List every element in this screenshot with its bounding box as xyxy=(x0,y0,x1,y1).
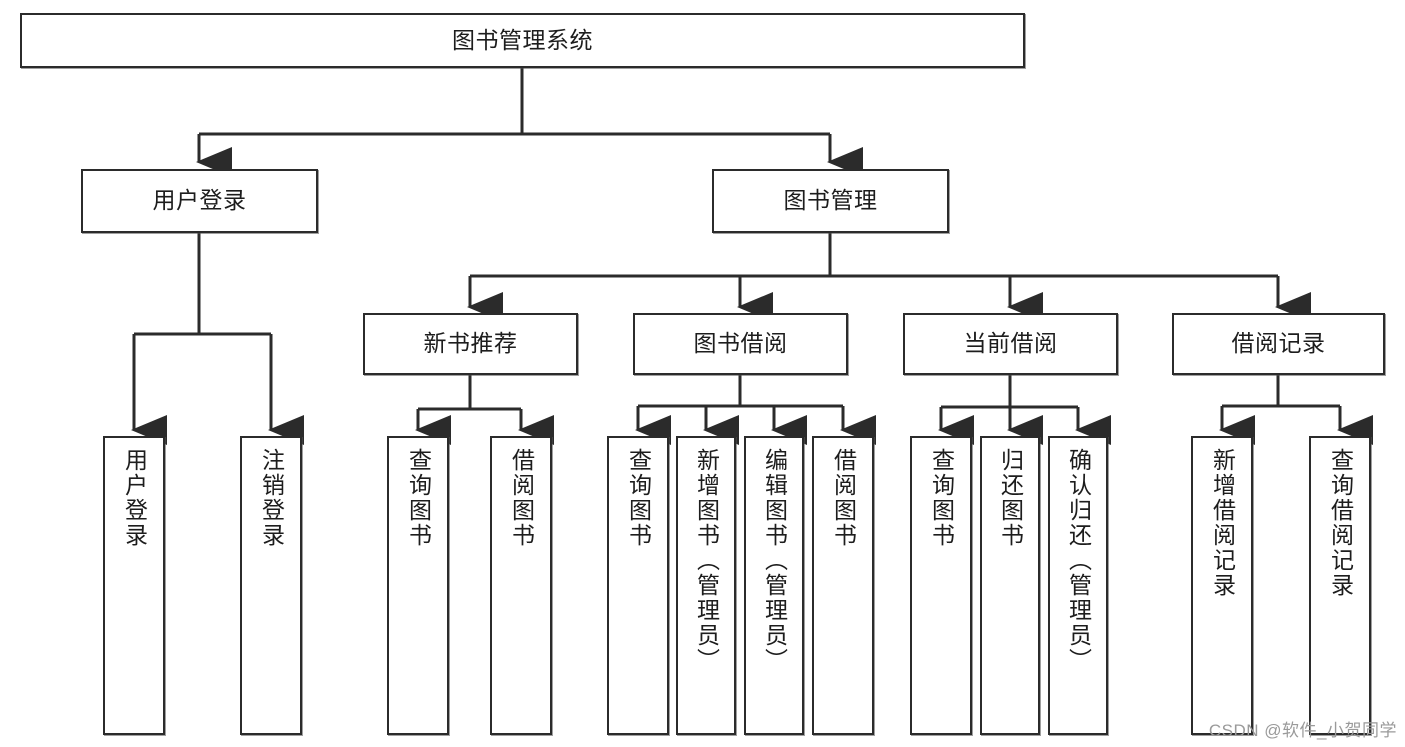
node-label: 新增借阅记录 xyxy=(1209,448,1236,598)
node-label: 新增图书（管理员） xyxy=(693,448,720,673)
leaf-query-record[interactable]: 查询借阅记录 xyxy=(1309,436,1371,735)
node-label: 借阅记录 xyxy=(1231,330,1326,357)
node-label: 注销登录 xyxy=(258,448,285,548)
node-label: 借阅图书 xyxy=(830,448,857,548)
node-current-borrow[interactable]: 当前借阅 xyxy=(903,313,1118,375)
leaf-return-book[interactable]: 归还图书 xyxy=(980,436,1040,735)
node-label: 查询图书 xyxy=(625,448,652,548)
leaf-query-book-3[interactable]: 查询图书 xyxy=(910,436,972,735)
leaf-user-login[interactable]: 用户登录 xyxy=(103,436,165,735)
node-book-management[interactable]: 图书管理 xyxy=(712,169,949,233)
leaf-query-book-1[interactable]: 查询图书 xyxy=(387,436,449,735)
node-label: 用户登录 xyxy=(121,448,148,548)
leaf-edit-book[interactable]: 编辑图书（管理员） xyxy=(744,436,804,735)
node-user-login[interactable]: 用户登录 xyxy=(81,169,318,233)
leaf-borrow-book-1[interactable]: 借阅图书 xyxy=(490,436,552,735)
node-book-borrow[interactable]: 图书借阅 xyxy=(633,313,848,375)
leaf-add-record[interactable]: 新增借阅记录 xyxy=(1191,436,1253,735)
node-label: 图书管理 xyxy=(783,187,878,214)
node-new-book-recommend[interactable]: 新书推荐 xyxy=(363,313,578,375)
node-label: 图书借阅 xyxy=(693,330,788,357)
node-label: 借阅图书 xyxy=(508,448,535,548)
node-borrow-record[interactable]: 借阅记录 xyxy=(1172,313,1385,375)
node-label: 确认归还（管理员） xyxy=(1065,448,1092,673)
node-label: 查询图书 xyxy=(405,448,432,548)
node-label: 编辑图书（管理员） xyxy=(761,448,788,673)
node-label: 新书推荐 xyxy=(423,330,518,357)
leaf-borrow-book-2[interactable]: 借阅图书 xyxy=(812,436,874,735)
node-label: 用户登录 xyxy=(152,187,247,214)
node-label: 查询图书 xyxy=(928,448,955,548)
leaf-confirm-return[interactable]: 确认归还（管理员） xyxy=(1048,436,1108,735)
node-label: 归还图书 xyxy=(997,448,1024,548)
node-label: 图书管理系统 xyxy=(452,26,593,53)
node-label: 查询借阅记录 xyxy=(1327,448,1354,598)
node-label: 当前借阅 xyxy=(963,330,1058,357)
node-root-system[interactable]: 图书管理系统 xyxy=(20,13,1025,68)
leaf-add-book[interactable]: 新增图书（管理员） xyxy=(676,436,736,735)
leaf-query-book-2[interactable]: 查询图书 xyxy=(607,436,669,735)
leaf-logout-login[interactable]: 注销登录 xyxy=(240,436,302,735)
